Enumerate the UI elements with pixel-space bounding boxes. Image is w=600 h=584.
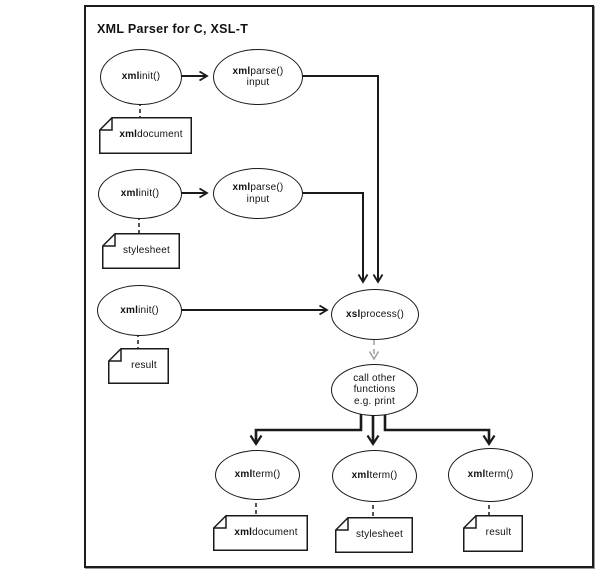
node-xmlterm-2: xmlterm()	[332, 450, 417, 502]
doc-label: xml document	[112, 117, 190, 152]
document-shape-icon	[99, 117, 192, 154]
node-xmlparse-2: xmlparse() input	[213, 168, 303, 219]
arrow-parse2-to-xslprocess	[299, 192, 369, 284]
document-shape-icon	[463, 515, 523, 552]
diagram-title: XML Parser for C, XSL-T	[97, 22, 249, 36]
node-label-rest: term()	[485, 469, 514, 481]
node-label: xmlterm()	[468, 469, 514, 481]
node-label: xmlparse()	[233, 182, 284, 194]
node-label-line2: input	[246, 77, 270, 88]
document-shape-icon	[213, 515, 308, 551]
doc-label-rest: document	[252, 526, 298, 538]
node-xmlterm-3: xmlterm()	[448, 448, 533, 502]
node-xmlinit-2: xmlinit()	[98, 169, 182, 219]
node-label-rest: term()	[369, 470, 398, 482]
node-label-line2: functions	[353, 384, 396, 396]
doc-label-rest: result	[485, 527, 512, 538]
node-label-rest: parse()	[250, 65, 284, 77]
node-label-rest: process()	[360, 308, 404, 320]
arrow-callother-to-term3	[383, 408, 496, 447]
node-label-rest: init()	[138, 188, 160, 200]
doc-label: result	[121, 348, 167, 382]
node-label-line3: e.g. print	[354, 395, 395, 407]
doc-label: stylesheet	[348, 517, 411, 551]
node-label-line1: call other	[353, 372, 396, 384]
doc-label: result	[476, 515, 521, 550]
doc-result-1: result	[108, 348, 169, 384]
node-label: xmlterm()	[352, 470, 398, 482]
node-label-rest: term()	[252, 469, 281, 481]
arrow-parse1-to-xslprocess	[299, 75, 384, 284]
doc-result-2: result	[463, 515, 523, 552]
node-label-bold: xml	[121, 71, 140, 83]
doc-stylesheet-1: stylesheet	[102, 233, 180, 269]
doc-stylesheet-2: stylesheet	[335, 517, 413, 553]
node-label: xmlinit()	[120, 305, 159, 317]
doc-xml-document-1: xml document	[99, 117, 192, 154]
node-label-line2: input	[246, 193, 270, 205]
node-label-bold: xsl	[346, 308, 361, 320]
doc-label: stylesheet	[115, 233, 178, 267]
node-xmlterm-1: xmlterm()	[215, 450, 300, 500]
diagram-frame	[84, 5, 594, 568]
node-label: xmlparse()	[233, 66, 284, 78]
node-xmlparse-1: xmlparse() input	[213, 49, 303, 105]
node-label-bold: xml	[232, 182, 251, 193]
doc-label: xml document	[226, 515, 306, 549]
node-call-other-functions: call other functions e.g. print	[331, 364, 418, 416]
node-label: xmlinit()	[121, 188, 160, 200]
node-label-rest: parse()	[250, 182, 284, 193]
doc-label-rest: stylesheet	[122, 244, 171, 256]
node-label-bold: xml	[234, 469, 253, 481]
node-label-bold: xml	[120, 304, 139, 316]
document-shape-icon	[108, 348, 169, 384]
node-label: xmlterm()	[235, 469, 281, 481]
doc-label-rest: result	[131, 359, 157, 371]
node-label-rest: init()	[138, 304, 159, 316]
arrow-callother-to-term1	[249, 408, 363, 447]
node-xmlinit-1: xmlinit()	[100, 49, 182, 105]
doc-xml-document-2: xml document	[213, 515, 308, 551]
node-label: xslprocess()	[346, 309, 404, 321]
node-label-bold: xml	[120, 188, 139, 200]
node-label-rest: init()	[139, 71, 161, 83]
doc-label-bold: xml	[234, 526, 253, 538]
node-label: xmlinit()	[122, 71, 161, 83]
node-label-bold: xml	[232, 65, 251, 77]
node-label-bold: xml	[467, 469, 486, 481]
node-xmlinit-3: xmlinit()	[97, 285, 182, 336]
doc-label-bold: xml	[119, 129, 138, 140]
doc-label-rest: document	[137, 129, 183, 140]
doc-label-rest: stylesheet	[355, 528, 404, 540]
document-shape-icon	[335, 517, 413, 553]
document-shape-icon	[102, 233, 180, 269]
node-label-bold: xml	[351, 470, 370, 482]
node-xslprocess: xslprocess()	[331, 289, 419, 340]
